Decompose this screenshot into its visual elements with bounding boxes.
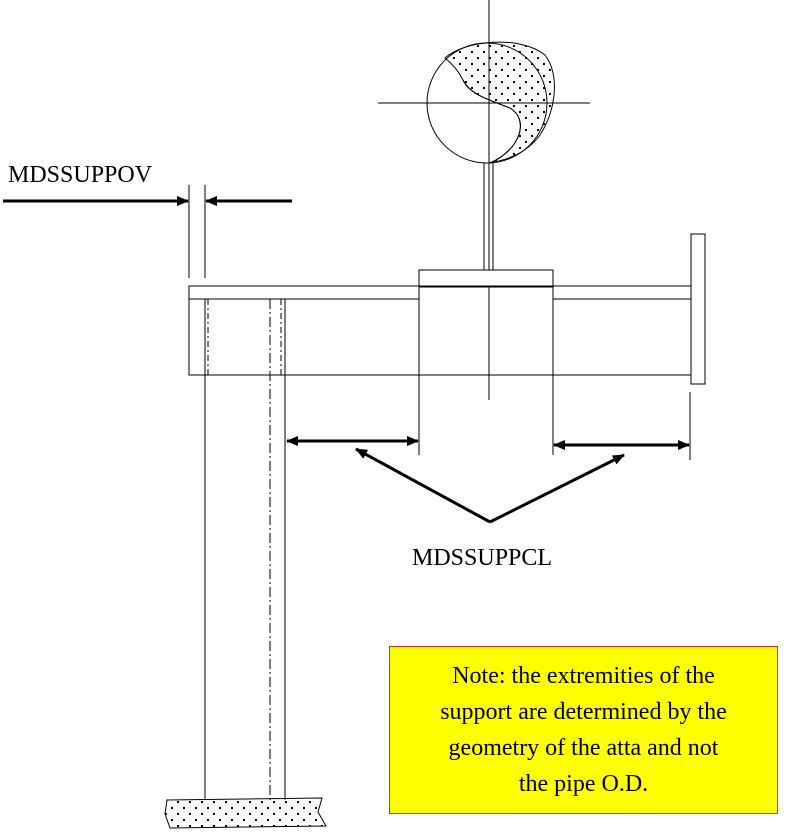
support-beam [188, 285, 692, 376]
beam-end-plate [690, 233, 706, 385]
clearance-leaders [355, 447, 625, 524]
overhang-label: MDSSUPPOV [8, 162, 153, 188]
clearance-label: MDSSUPPCL [412, 545, 553, 571]
note-box: Note: the extremities of the support are… [389, 646, 778, 814]
overhang-dimension [3, 185, 292, 278]
note-line-1: Note: the extremities of the [452, 663, 715, 689]
hanger-rod [483, 163, 494, 270]
pipe-section [378, 0, 590, 400]
note-line-4: the pipe O.D. [518, 771, 649, 797]
note-line-2: support are determined by the [440, 699, 727, 725]
support-column [204, 299, 286, 800]
ground-base [164, 797, 327, 829]
attachment-plate [418, 269, 554, 288]
note-line-3: geometry of the atta and not [448, 735, 719, 761]
